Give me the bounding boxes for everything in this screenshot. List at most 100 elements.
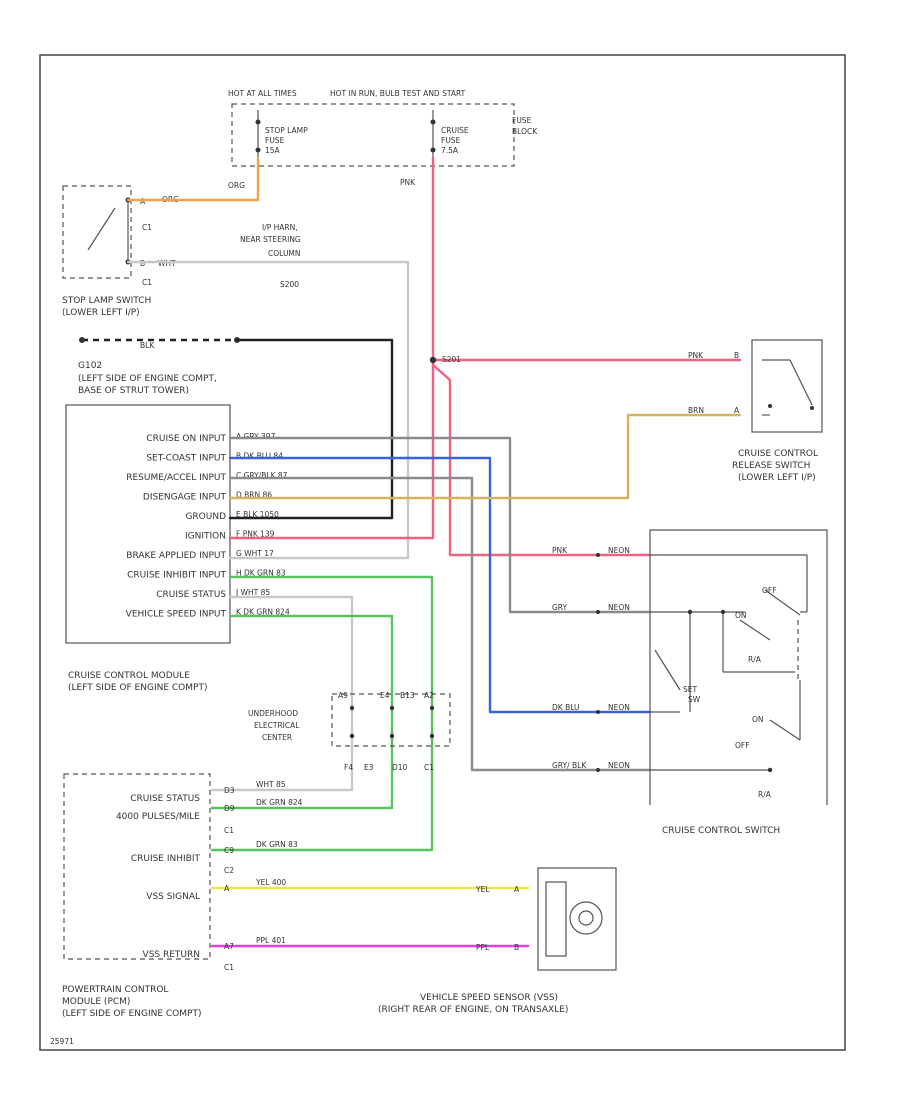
uec-pin-dot xyxy=(349,705,355,711)
switch-wire-pin xyxy=(596,610,600,614)
vss-label-2: (RIGHT REAR OF ENGINE, ON TRANSAXLE) xyxy=(378,1005,568,1015)
stop-lamp-fuse-line2: FUSE xyxy=(265,136,285,145)
ccm-label-2: (LEFT SIDE OF ENGINE COMPT) xyxy=(68,683,207,693)
wire-gry-cruise-on xyxy=(228,436,652,614)
pcm-row-pin: D3 xyxy=(224,786,235,795)
ground-text-1: (LEFT SIDE OF ENGINE COMPT, xyxy=(78,374,217,384)
cruise-fuse-line1: CRUISE xyxy=(441,126,469,135)
pcm-row-wire: DK GRN 824 xyxy=(256,798,303,807)
wire-brn-disengage xyxy=(228,413,742,500)
s200-text-3: COLUMN xyxy=(268,249,301,258)
uec-pin-dot xyxy=(349,733,355,739)
cruise-fuse-line3: 7.5A xyxy=(441,146,459,155)
switch-sw-label: SW xyxy=(688,695,701,704)
uec-pin-dot xyxy=(389,733,395,739)
switch-wire-color: PNK xyxy=(552,546,568,555)
uec-top-pin: A9 xyxy=(338,691,348,700)
ccm-pin-label: CRUISE ON INPUT xyxy=(146,434,226,444)
uec-top-pin: A2 xyxy=(424,691,434,700)
uec-top-pin: E4 xyxy=(380,691,390,700)
cruise-fuse-line2: FUSE xyxy=(441,136,461,145)
fuse-pnk-wire-label: PNK xyxy=(400,178,416,187)
uec-pin-dot xyxy=(429,733,435,739)
ccm-pin-label: BRAKE APPLIED INPUT xyxy=(126,551,226,561)
ccm-pin-label: IGNITION xyxy=(185,532,226,542)
pcm-row-label: 4000 PULSES/MILE xyxy=(116,812,200,822)
pcm-row-label: VSS SIGNAL xyxy=(146,892,200,902)
switch-wire-id: NEON xyxy=(608,761,630,770)
stop-lamp-switch-label-1: STOP LAMP SWITCH xyxy=(62,296,151,306)
switch-wire-id: NEON xyxy=(608,546,630,555)
ccm-label-1: CRUISE CONTROL MODULE xyxy=(68,671,190,681)
wire-org xyxy=(126,156,260,202)
ccm-pin-wire: K DK GRN 824 xyxy=(236,608,290,617)
s200-text-1: I/P HARN, xyxy=(262,223,298,232)
pcm-c1-label: C1 xyxy=(224,826,234,835)
wire-gryblk-resume xyxy=(228,476,652,772)
release-switch: PNK BRN B A CRUISE CONTROL RELEASE SWITC… xyxy=(688,339,823,483)
stop-lamp-pin-b: B xyxy=(140,259,145,268)
pcm-row-label: CRUISE INHIBIT xyxy=(131,854,201,864)
pcm-row-label: VSS RETURN xyxy=(143,950,200,960)
ground-blk-label: BLK xyxy=(140,341,155,350)
wire-pnk-ignition xyxy=(228,156,435,540)
pcm-label-1: POWERTRAIN CONTROL xyxy=(62,985,168,995)
release-pin-b: B xyxy=(734,351,739,360)
vss-ppl-label: PPL xyxy=(476,943,490,952)
uec-bottom-pin: C1 xyxy=(424,763,434,772)
vehicle-speed-sensor: YEL PPL A B VEHICLE SPEED SENSOR (VSS) (… xyxy=(378,867,617,1015)
stop-lamp-fuse-line1: STOP LAMP xyxy=(265,126,308,135)
pcm-row-wire: DK GRN 83 xyxy=(256,840,298,849)
footer-code: 25971 xyxy=(50,1037,74,1046)
switch-on-label: ON xyxy=(735,611,747,620)
switch-ra-bottom-label: R/A xyxy=(758,790,772,799)
vss-label-1: VEHICLE SPEED SENSOR (VSS) xyxy=(420,993,558,1003)
ground-g102: BLK G102 (LEFT SIDE OF ENGINE COMPT, BAS… xyxy=(78,337,240,396)
ccm-pin-label: DISENGAGE INPUT xyxy=(143,493,227,503)
s200-name: S200 xyxy=(280,280,299,289)
uec-top-pin: B13 xyxy=(400,691,415,700)
vss-pin-b: B xyxy=(514,943,519,952)
fuse-block-label-1: FUSE xyxy=(512,116,532,125)
stop-lamp-wht-label: WHT xyxy=(158,259,176,268)
fuse-org-wire-label: ORG xyxy=(228,181,245,190)
uec-pin-dot xyxy=(429,705,435,711)
uec-bottom-pin: D10 xyxy=(392,763,408,772)
release-pin-a: A xyxy=(734,406,740,415)
release-label-1: CRUISE CONTROL xyxy=(738,449,818,459)
pcm-row-label: CRUISE STATUS xyxy=(130,794,200,804)
pcm-row-pin: D9 xyxy=(224,804,235,813)
wire-pnk-switch xyxy=(431,363,652,557)
cruise-switch-label: CRUISE CONTROL SWITCH xyxy=(662,826,780,836)
wire-wht-status xyxy=(210,595,354,792)
ground-name: G102 xyxy=(78,361,102,371)
wire-wht-brake xyxy=(126,260,410,560)
fuse-block: HOT AT ALL TIMES HOT IN RUN, BULB TEST A… xyxy=(228,89,538,190)
ccm-pin-wire: G WHT 17 xyxy=(236,549,274,558)
switch-wire-pin xyxy=(596,553,600,557)
switch-off2-label: OFF xyxy=(735,741,750,750)
splice-pnk-label: S201 xyxy=(442,355,461,364)
switch-wire-id: NEON xyxy=(608,603,630,612)
pcm-label-2: MODULE (PCM) xyxy=(62,997,130,1007)
stop-lamp-c1-bottom: C1 xyxy=(142,278,152,287)
ccm-pin-wire: E BLK 1050 xyxy=(236,510,279,519)
stop-lamp-switch: A B C1 C1 ORG WHT STOP LAMP SWITCH (LOWE… xyxy=(62,185,179,318)
pcm-row-wire: WHT 85 xyxy=(256,780,286,789)
pcm-c1b-label: C1 xyxy=(224,963,234,972)
wire-dkgrn-inhibit xyxy=(210,575,434,852)
ccm-pin-wire: C GRY/BLK 87 xyxy=(236,471,288,480)
ground-text-2: BASE OF STRUT TOWER) xyxy=(78,386,189,396)
wire-dkgrn-vss xyxy=(210,614,394,810)
uec-label-2: ELECTRICAL xyxy=(254,721,300,730)
uec-bottom-pin: F4 xyxy=(344,763,353,772)
release-label-3: (LOWER LEFT I/P) xyxy=(738,473,816,483)
pcm-row-wire: PPL 401 xyxy=(256,936,286,945)
pcm-row-pin: A xyxy=(224,884,230,893)
stop-lamp-c1-top: C1 xyxy=(142,223,152,232)
fuse-block-label-2: BLOCK xyxy=(512,127,538,136)
